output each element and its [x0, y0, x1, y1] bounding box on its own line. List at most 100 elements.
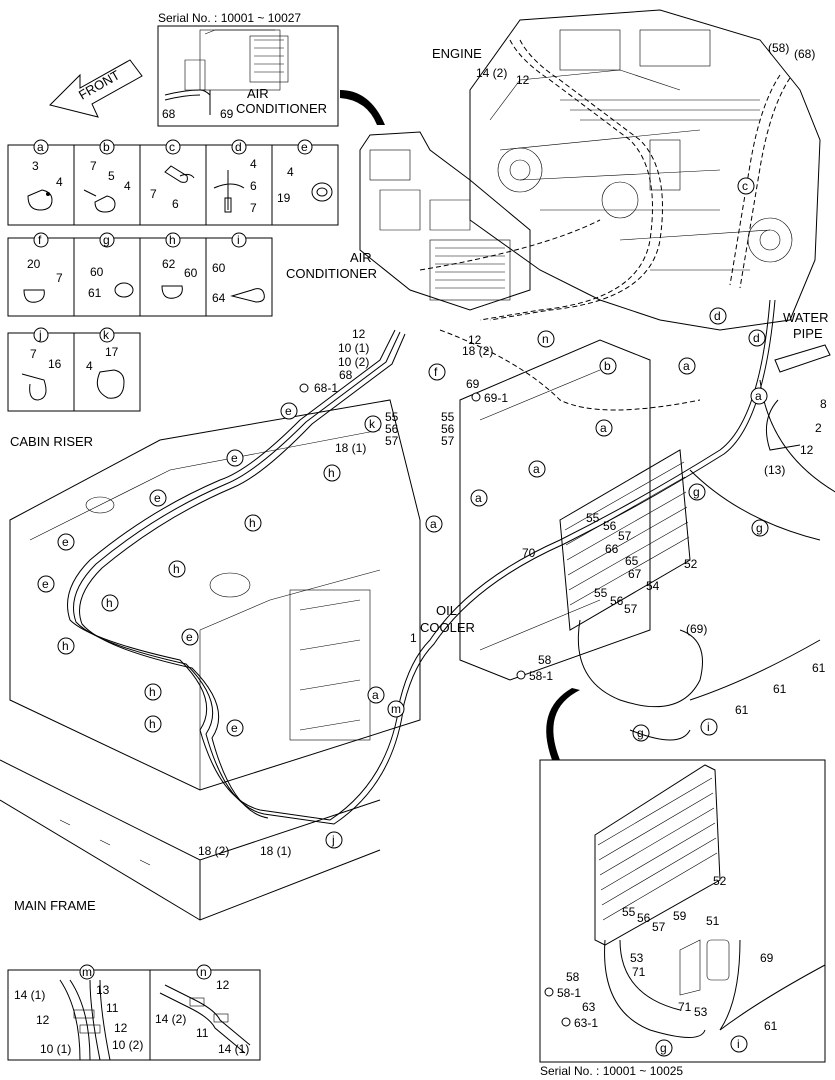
inset-br-marker-i: i [730, 1035, 748, 1053]
detail-letter-g: g [103, 233, 110, 247]
svg-text:g: g [637, 726, 644, 740]
marker-a-6: a [425, 515, 443, 533]
detail-j-part-16: 16 [48, 357, 62, 371]
inset-m-circle [79, 964, 95, 980]
clamp-f-icon [23, 289, 45, 303]
detail-h-part-60: 60 [184, 266, 198, 280]
svg-text:j: j [331, 833, 335, 847]
cabin-riser-outline [9, 399, 421, 791]
marker-c-engine-letter: c [742, 179, 748, 193]
marker-e-7: e [226, 719, 244, 737]
detail-letter-i: i [237, 233, 240, 247]
label-engine: ENGINE [432, 46, 482, 61]
label-main-frame: MAIN FRAME [14, 898, 96, 913]
inset-m-10-2: 10 (2) [112, 1038, 143, 1052]
marker-m: m [387, 700, 405, 718]
marker-d-engine-1-letter: d [714, 309, 721, 323]
svg-text:a: a [430, 517, 437, 531]
callout-10-2: 10 (2) [338, 355, 369, 369]
callout-55-b: 55 [441, 410, 455, 424]
serial-bottom-label: Serial No. : 10001 ~ 10025 [540, 1064, 683, 1078]
callout-69p: (69) [686, 622, 707, 636]
marker-h-2: h [244, 514, 262, 532]
detail-letter-b: b [103, 140, 110, 154]
front-arrow: FRONT [49, 59, 143, 118]
callout-57-c: 57 [618, 529, 632, 543]
svg-text:a: a [475, 491, 482, 505]
svg-text:i: i [707, 720, 710, 734]
detail-f-part-7: 7 [56, 271, 63, 285]
callout-63-1: 63-1 [574, 1016, 598, 1030]
svg-text:m: m [391, 702, 401, 716]
callout-56-d: 56 [610, 594, 624, 608]
marker-j: j [325, 831, 343, 849]
inset-m-n: m 14 (1) 13 11 12 12 10 (1) 10 (2) n 12 … [7, 964, 261, 1061]
marker-d-engine-1 [709, 307, 727, 325]
svg-text:a: a [600, 421, 607, 435]
callout-61-a: 61 [812, 661, 826, 675]
cabin-riser-drawing: CABIN RISER MAIN FRAME [0, 399, 421, 921]
callout-12-c: 12 [468, 333, 482, 347]
detail-row-3: j 7 16 k 17 4 [7, 327, 141, 412]
inset-n-circle [196, 964, 212, 980]
inset-m-14-1: 14 (1) [14, 988, 45, 1002]
callout-1: 1 [410, 631, 417, 645]
callout-52: 52 [684, 557, 698, 571]
inset-top-part-68: 68 [162, 107, 176, 121]
detail-b-part-7: 7 [90, 159, 97, 173]
svg-text:h: h [328, 466, 335, 480]
clamp-i-icon [230, 288, 265, 303]
callout-58p: (58) [768, 41, 789, 55]
detail-circle-i [231, 232, 247, 248]
svg-text:e: e [285, 404, 292, 418]
engine-outline [469, 9, 821, 331]
marker-d-engine-2-letter: d [753, 331, 760, 345]
callout-65: 65 [625, 554, 639, 568]
condenser-outline [559, 449, 691, 631]
marker-h-7: h [144, 715, 162, 733]
detail-a-part-4: 4 [56, 175, 63, 189]
svg-text:a: a [683, 359, 690, 373]
label-oil: OIL [436, 603, 457, 618]
marker-e-5: e [37, 575, 55, 593]
main-frame-outline [0, 759, 381, 921]
marker-k: k [364, 415, 382, 433]
marker-g-1: g [688, 483, 706, 501]
callout-71-b: 71 [678, 1000, 692, 1014]
svg-text:e: e [42, 577, 49, 591]
marker-h-3: h [168, 560, 186, 578]
svg-text:a: a [533, 462, 540, 476]
marker-c-engine [737, 177, 755, 195]
detail-i-part-60: 60 [212, 261, 226, 275]
detail-letter-h: h [169, 233, 176, 247]
svg-text:e: e [231, 721, 238, 735]
marker-g-3: g [632, 724, 650, 742]
svg-text:n: n [542, 332, 549, 346]
label-air-conditioner-inset: AIR [247, 86, 269, 101]
svg-text:e: e [62, 535, 69, 549]
clamp-h-icon [161, 285, 183, 299]
engine-drawing: ENGINE 14 (2) 12 (58) (68) c d d WATER P… [432, 9, 829, 347]
marker-n: n [537, 330, 555, 348]
callout-18-2-b: 18 (2) [198, 844, 229, 858]
svg-text:f: f [434, 365, 438, 379]
detail-circle-f [33, 232, 49, 248]
svg-text:a: a [755, 389, 762, 403]
inset-n-letter: n [200, 965, 207, 979]
detail-e-part-4: 4 [287, 165, 294, 179]
callout-69-1: 69-1 [484, 391, 508, 405]
callout-61-b: 61 [773, 682, 787, 696]
inset-m-10-1: 10 (1) [40, 1042, 71, 1056]
callout-51: 51 [706, 914, 720, 928]
marker-a-4: a [528, 460, 546, 478]
detail-d-part-4: 4 [250, 157, 257, 171]
callout-18-1-b: 18 (1) [260, 844, 291, 858]
svg-text:a: a [372, 688, 379, 702]
svg-text:h: h [62, 639, 69, 653]
detail-circle-h [165, 232, 181, 248]
serial-top-label: Serial No. : 10001 ~ 10027 [158, 11, 301, 25]
svg-text:h: h [149, 717, 156, 731]
marker-d-engine-2 [748, 329, 766, 347]
inset-pointer-arrow [340, 90, 385, 125]
